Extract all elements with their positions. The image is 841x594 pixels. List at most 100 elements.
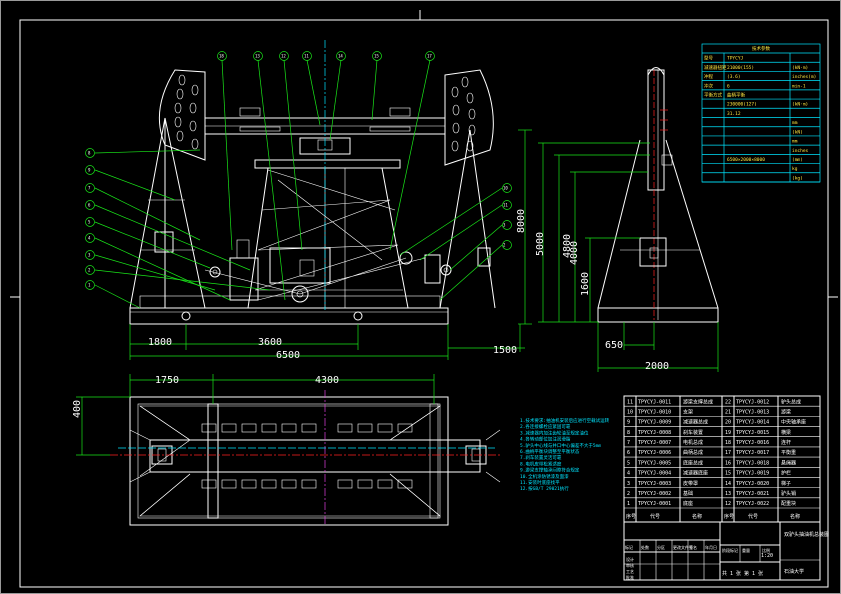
parts-footer-label: 代号 [650, 513, 660, 520]
balloon [85, 250, 95, 260]
part-name: 底座总成 [683, 459, 703, 466]
plan-view [110, 390, 501, 526]
note-line: 10.全机涂防锈漆及面漆 [520, 473, 569, 480]
part-code: TPYCYJ-0013 [736, 410, 769, 416]
note-line: 6.曲柄平衡块调整至平衡状态 [520, 448, 580, 455]
part-no: 16 [725, 460, 731, 466]
left-a-frame [129, 117, 206, 309]
technical-notes: 1.技术要求:抽油机安装后应进行空载试运转2.各连接螺栓应紧固可靠3.减速器内加… [520, 417, 610, 492]
part-no: 20 [725, 420, 731, 426]
part-no: 11 [627, 399, 633, 405]
title-row-label: 处数 [641, 544, 649, 550]
param-value: (3.6) [727, 74, 741, 80]
title-role-label: 工艺 [626, 569, 634, 574]
balloon-label: 9 [88, 168, 91, 173]
part-no: 14 [725, 481, 731, 487]
param-unit: min-1 [792, 83, 806, 89]
balloon-label: 3 [503, 223, 506, 228]
balloon [85, 217, 95, 227]
note-line: 7.刹车装置灵活可靠 [520, 454, 562, 461]
gearbox [269, 247, 331, 284]
note-line: 4.各转动部位加注润滑脂 [520, 436, 571, 443]
balloon [502, 183, 512, 193]
dim-side-2000: 2000 [645, 361, 669, 372]
crank-wheel [291, 285, 309, 303]
dim-side-5000: 5000 [535, 232, 546, 256]
balloon-label: 7 [88, 186, 91, 191]
balloon [502, 200, 512, 210]
param-value: 21000(155) [727, 65, 754, 71]
part-no: 22 [725, 399, 731, 405]
param-value: TPYCYJ [727, 56, 744, 62]
param-unit: (mm) [792, 157, 803, 163]
balloon [85, 265, 95, 275]
dim-side-1600: 1600 [580, 272, 591, 296]
dim-front-3600: 3600 [258, 337, 282, 348]
balloon [502, 220, 512, 230]
balloon-label: 1 [88, 283, 91, 288]
part-no: 2 [627, 491, 630, 497]
param-value: 6 [727, 83, 730, 89]
part-no: 8 [627, 430, 630, 436]
note-line: 2.各连接螺栓应紧固可靠 [520, 423, 571, 430]
param-unit: inches [792, 148, 809, 154]
side-gearbox [639, 237, 667, 267]
sheet-inner-border [19, 19, 829, 588]
part-code: TPYCYJ-0016 [736, 440, 769, 446]
title-row-label: 签名 [689, 544, 697, 550]
params-header: 技术参数 [752, 45, 770, 52]
part-no: 1 [627, 501, 630, 507]
part-name: 游梁支撑总成 [683, 398, 713, 405]
left-horsehead [158, 69, 206, 161]
part-name: 配重块 [781, 500, 796, 507]
note-line: 8.电机皮带松紧适度 [520, 460, 562, 467]
part-no: 3 [627, 481, 630, 487]
param-value: 31.12 [727, 111, 741, 117]
part-name: 平衡重 [781, 449, 796, 456]
balloon-label: 11 [503, 203, 508, 208]
balloon [85, 183, 95, 193]
title-stage-label: 比例 [762, 547, 770, 553]
param-label: 冲程 [704, 73, 713, 80]
balloon [85, 148, 95, 158]
part-name: 刹车装置 [683, 429, 703, 436]
side-dimensions: 5000 4800 4000 1600 650 2000 [535, 142, 719, 372]
param-value: 曲柄平衡 [727, 91, 745, 98]
note-line: 12.按GB/T 29021执行 [520, 485, 569, 492]
right-a-frame [439, 129, 496, 309]
title-role-label: 批准 [626, 574, 634, 580]
part-code: TPYCYJ-0009 [638, 420, 671, 426]
param-value: 230000(127) [727, 102, 757, 108]
title-row-label: 更改文件号 [673, 544, 693, 550]
dim-front-1500: 1500 [493, 345, 517, 356]
part-no: 15 [725, 471, 731, 477]
param-label: 平衡方式 [704, 91, 722, 98]
part-no: 13 [725, 491, 731, 497]
part-name: 游梁 [781, 409, 791, 416]
balloon [502, 240, 512, 250]
side-a-frame [597, 139, 719, 309]
param-label: 减速器扭矩 [704, 64, 727, 71]
part-name: 基础 [683, 490, 693, 497]
part-name: 悬绳器 [781, 459, 796, 466]
part-code: TPYCYJ-0014 [736, 420, 769, 426]
param-unit: inches(m) [792, 74, 816, 80]
part-code: TPYCYJ-0003 [638, 481, 671, 487]
balloon-label: 2 [88, 268, 91, 273]
part-code: TPYCYJ-0021 [736, 491, 769, 497]
part-code: TPYCYJ-0019 [736, 471, 769, 477]
part-name: 护栏 [781, 470, 791, 477]
title-row-label: 年月日 [705, 544, 717, 550]
side-view [597, 67, 719, 323]
balloon [85, 200, 95, 210]
dim-side-4800: 4800 [562, 234, 573, 258]
part-code: TPYCYJ-0011 [638, 399, 671, 405]
part-code: TPYCYJ-0005 [638, 460, 671, 466]
plan-dimensions: 1750 4300 400 [72, 374, 435, 456]
part-code: TPYCYJ-0002 [638, 491, 671, 497]
part-no: 19 [725, 430, 731, 436]
dim-front-6500: 6500 [276, 350, 300, 361]
part-name: 连杆 [781, 439, 791, 446]
